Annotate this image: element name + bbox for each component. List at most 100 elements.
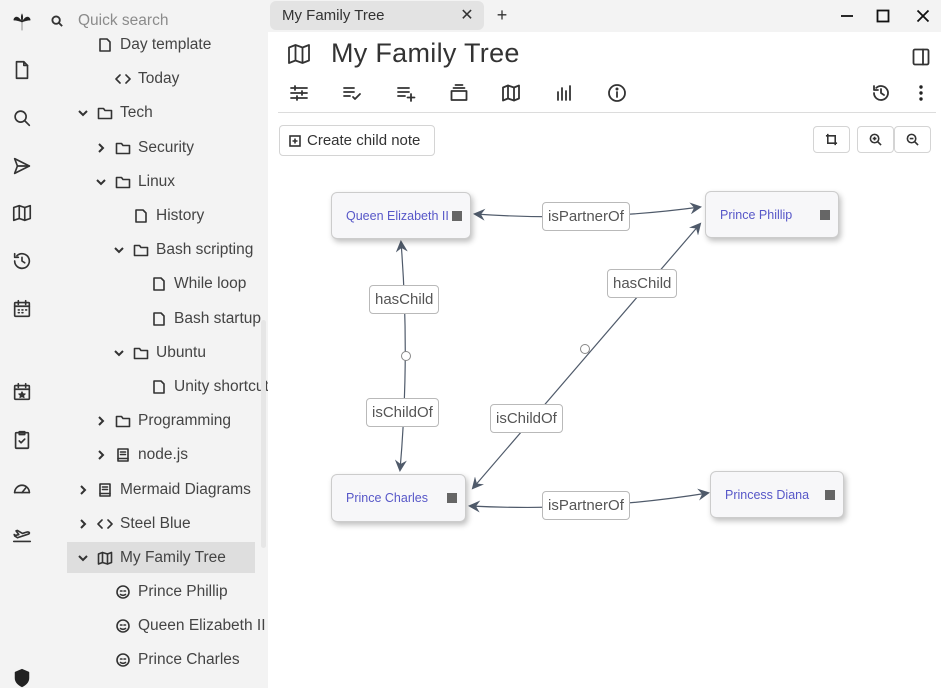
map-node-prince-charles[interactable]: Prince Charles: [331, 474, 466, 522]
code-icon: [96, 515, 114, 533]
info-icon[interactable]: [603, 79, 631, 107]
zoom-out-button[interactable]: [894, 126, 931, 153]
recent-changes-icon[interactable]: [8, 247, 36, 275]
map-node-label: Prince Phillip: [720, 207, 793, 222]
options-sliders-icon[interactable]: [285, 79, 313, 107]
toggle-right-pane-icon[interactable]: [907, 43, 935, 71]
edge-label-partner-bottom[interactable]: isPartnerOf: [542, 491, 630, 520]
dashboard-icon[interactable]: [8, 474, 36, 502]
stack-icon[interactable]: [445, 79, 473, 107]
tree-item-unity-shortcuts[interactable]: Unity shortcuts: [128, 374, 268, 400]
folder-icon: [96, 104, 114, 122]
tree-item-my-family-tree[interactable]: My Family Tree: [67, 542, 255, 573]
search-icon[interactable]: [8, 104, 36, 132]
node-drag-handle[interactable]: [452, 210, 462, 221]
tree-item-prince-phillip[interactable]: Prince Phillip: [92, 579, 228, 605]
starred-calendar-icon[interactable]: [8, 378, 36, 406]
create-child-note-button[interactable]: Create child note: [279, 125, 435, 156]
tree-item-today[interactable]: Today: [92, 66, 179, 92]
zoom-in-icon: [869, 133, 882, 146]
edge-line-elizabeth-charles: [394, 240, 408, 472]
tree-item-while-loop[interactable]: While loop: [128, 271, 246, 297]
close-tab-icon[interactable]: ✕: [460, 7, 474, 24]
new-note-icon[interactable]: [8, 56, 36, 84]
zoom-in-button[interactable]: [857, 126, 894, 153]
new-tab-button[interactable]: +: [496, 4, 508, 25]
tree-item-label: Security: [138, 139, 194, 156]
tab-my-family-tree[interactable]: My Family Tree ✕: [270, 1, 484, 30]
tree-item-label: Mermaid Diagrams: [120, 481, 251, 498]
chevron-down-icon[interactable]: [110, 241, 128, 259]
launcher-bar: [0, 0, 44, 688]
tree-item-queen-elizabeth[interactable]: Queen Elizabeth II: [92, 613, 266, 639]
trilium-logo-icon[interactable]: [8, 8, 36, 36]
tree-item-day-template[interactable]: Day template: [74, 32, 211, 58]
tree-item-label: Prince Charles: [138, 651, 240, 668]
tree-item-ubuntu[interactable]: Ubuntu: [110, 340, 206, 366]
tree-item-history[interactable]: History: [110, 203, 204, 229]
chevron-down-icon[interactable]: [74, 549, 92, 567]
tree-item-tech[interactable]: Tech: [74, 100, 153, 126]
tree-scrollbar[interactable]: [261, 320, 266, 548]
edge-label-ischildof-left[interactable]: isChildOf: [366, 398, 439, 427]
shield-icon[interactable]: [8, 664, 36, 688]
add-list-icon[interactable]: [392, 79, 420, 107]
airplane-icon[interactable]: [8, 521, 36, 549]
ribbon-divider: [278, 112, 936, 113]
chevron-down-icon[interactable]: [92, 173, 110, 191]
calendar-icon[interactable]: [8, 295, 36, 323]
minimize-button[interactable]: [834, 4, 860, 28]
map-node-princess-diana[interactable]: Princess Diana: [710, 471, 844, 518]
folder-icon: [132, 241, 150, 259]
edge-label-haschild-right[interactable]: hasChild: [607, 269, 678, 298]
revision-history-icon[interactable]: [867, 79, 895, 107]
chevron-down-icon[interactable]: [110, 344, 128, 362]
map-node-queen-elizabeth[interactable]: Queen Elizabeth II: [331, 192, 471, 239]
chevron-right-icon[interactable]: [74, 515, 92, 533]
note-icon: [150, 275, 168, 293]
tree-item-security[interactable]: Security: [92, 135, 194, 161]
chevron-right-icon[interactable]: [92, 139, 110, 157]
search-icon: [44, 14, 70, 28]
more-menu-icon[interactable]: [907, 79, 935, 107]
tree-item-bash-scripting[interactable]: Bash scripting: [110, 237, 253, 263]
map-icon[interactable]: [8, 199, 36, 227]
chevron-down-icon[interactable]: [74, 104, 92, 122]
tree-item-nodejs[interactable]: node.js: [92, 442, 188, 468]
bar-chart-icon[interactable]: [550, 79, 578, 107]
task-icon[interactable]: [8, 426, 36, 454]
tree-item-bash-startup[interactable]: Bash startup: [128, 306, 261, 332]
tree-item-linux[interactable]: Linux: [92, 169, 175, 195]
quick-search-input[interactable]: [78, 12, 258, 30]
tree-item-mermaid-diagrams[interactable]: Mermaid Diagrams: [74, 477, 251, 503]
chevron-right-icon[interactable]: [92, 446, 110, 464]
fit-to-screen-button[interactable]: [813, 126, 850, 153]
node-drag-handle[interactable]: [820, 209, 830, 220]
zoom-out-icon: [906, 133, 919, 146]
chevron-right-icon[interactable]: [74, 481, 92, 499]
edge-label-haschild-left[interactable]: hasChild: [369, 285, 440, 314]
edge-label-ischildof-right[interactable]: isChildOf: [490, 404, 563, 433]
close-window-button[interactable]: [910, 4, 936, 28]
checklist-icon[interactable]: [338, 79, 366, 107]
map-node-label: Prince Charles: [346, 491, 428, 505]
note-map-icon[interactable]: [497, 79, 525, 107]
send-icon[interactable]: [8, 152, 36, 180]
create-child-label: Create child note: [307, 132, 421, 149]
tree-item-programming[interactable]: Programming: [92, 408, 231, 434]
folder-icon: [114, 173, 132, 191]
edge-label-partner-top[interactable]: isPartnerOf: [542, 202, 630, 231]
tree-item-label: Bash scripting: [156, 241, 254, 258]
map-node-prince-phillip[interactable]: Prince Phillip: [705, 191, 839, 238]
node-drag-handle[interactable]: [825, 489, 835, 500]
tree-item-prince-charles[interactable]: Prince Charles: [92, 647, 240, 673]
edge-line-phillip-charles: [471, 222, 702, 490]
chevron-right-icon[interactable]: [92, 412, 110, 430]
note-title[interactable]: My Family Tree: [331, 38, 520, 68]
tree-item-label: My Family Tree: [120, 548, 226, 566]
note-icon: [132, 207, 150, 225]
node-drag-handle[interactable]: [447, 493, 457, 503]
maximize-button[interactable]: [870, 4, 896, 28]
tree-item-label: Ubuntu: [156, 344, 206, 361]
tree-item-steel-blue[interactable]: Steel Blue: [74, 511, 191, 537]
